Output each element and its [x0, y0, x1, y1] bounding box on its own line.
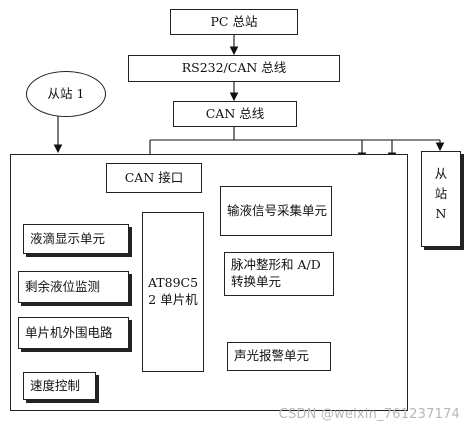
can-interface: CAN 接口 — [106, 163, 202, 193]
slave-station-1: 从站 1 — [26, 71, 106, 117]
speed-control: 速度控制 — [23, 372, 96, 400]
remaining-level-monitor: 剩余液位监测 — [18, 271, 129, 303]
mcu-label-line-1: AT89C5 — [147, 275, 199, 291]
csdn-watermark: CSDN @weixin_761237174 — [278, 407, 460, 422]
slave-station-n: 从 站 N — [421, 151, 461, 247]
slave-n-char-3: N — [435, 206, 447, 221]
mcu-peripheral-circuit: 单片机外围电路 — [18, 317, 129, 349]
rs232-can-bus: RS232/CAN 总线 — [128, 55, 340, 82]
sound-light-alarm-unit: 声光报警单元 — [227, 342, 331, 371]
can-bus: CAN 总线 — [173, 101, 297, 127]
mcu-label-line-2: 2 单片机 — [148, 292, 198, 307]
drip-display-unit: 液滴显示单元 — [23, 224, 129, 254]
pulse-shaping-ad-unit: 脉冲整形和 A/D 转换单元 — [224, 252, 334, 296]
mcu-at89c52: AT89C5 2 单片机 — [142, 212, 204, 372]
infusion-signal-acquisition-unit: 输液信号采集单元 — [220, 186, 332, 236]
slave-n-char-1: 从 — [434, 166, 448, 181]
slave-n-char-2: 站 — [434, 186, 448, 201]
pc-master-station: PC 总站 — [170, 9, 298, 35]
